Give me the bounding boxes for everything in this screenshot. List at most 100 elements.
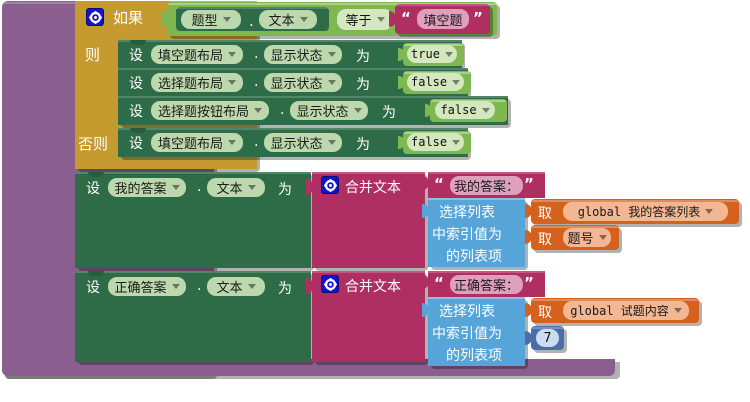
boolean-true-pill[interactable]: true — [407, 45, 457, 63]
getter-component-pill[interactable]: 题型 — [181, 10, 241, 29]
compare-left-plug — [162, 11, 169, 27]
set-label: 设 — [86, 280, 100, 296]
gear-icon[interactable] — [86, 8, 104, 26]
boolean-false-pill[interactable]: false — [407, 73, 465, 91]
number-value-pill[interactable]: 7 — [536, 329, 559, 347]
compare-operator-label: 等于 — [345, 14, 372, 29]
setter-dot: . — [197, 278, 202, 294]
open-quote: “ — [434, 175, 444, 193]
getter-component-label: 题型 — [191, 14, 218, 29]
close-quote: ” — [524, 274, 534, 292]
chevron-down-icon[interactable] — [228, 52, 236, 57]
chevron-down-icon[interactable] — [673, 308, 682, 313]
select-list-line3: 的列表项 — [446, 348, 502, 364]
setter-component-pill[interactable]: 选择题按钮布局 — [151, 101, 269, 120]
chevron-down-icon[interactable] — [327, 52, 336, 57]
setter-component-pill[interactable]: 正确答案 — [108, 277, 186, 296]
select-list-item-plug — [422, 303, 429, 317]
setter-property-pill[interactable]: 文本 — [207, 277, 265, 296]
chevron-down-icon[interactable] — [327, 140, 336, 145]
gear-icon[interactable] — [321, 275, 339, 293]
boolean-false-label: false — [411, 135, 448, 149]
set-label: 设 — [129, 48, 143, 64]
chevron-down-icon[interactable] — [452, 139, 461, 145]
select-list-item-block[interactable] — [428, 297, 525, 366]
join-label: 合并文本 — [345, 180, 401, 196]
setter-property-pill[interactable]: 显示状态 — [264, 73, 342, 92]
setter-component-pill[interactable]: 填空题布局 — [151, 45, 243, 64]
then-label: 则 — [85, 45, 101, 64]
chevron-down-icon[interactable] — [228, 80, 236, 85]
setter-property-label: 文本 — [216, 182, 243, 197]
setter-component-label: 选择题布局 — [157, 77, 223, 92]
setter-property-label: 显示状态 — [296, 105, 349, 120]
select-list-line1: 选择列表 — [439, 304, 495, 320]
chevron-down-icon[interactable] — [254, 108, 262, 113]
chevron-down-icon[interactable] — [247, 185, 256, 190]
join-arg1-plug — [422, 275, 429, 289]
getter-variable-pill[interactable]: global 我的答案列表 — [563, 202, 728, 221]
setter-to-label: 为 — [278, 182, 292, 198]
boolean-false-pill[interactable]: false — [435, 101, 495, 119]
chevron-down-icon[interactable] — [247, 284, 256, 289]
setter-component-label: 我的答案 — [114, 182, 167, 197]
text-literal-label: 填空题 — [423, 13, 463, 29]
chevron-down-icon[interactable] — [228, 140, 236, 145]
getter-variable-pill[interactable]: global 试题内容 — [563, 301, 689, 320]
setter-property-pill[interactable]: 文本 — [207, 178, 265, 197]
getter-variable-label: global 试题内容 — [570, 304, 669, 318]
setter-component-label: 填空题布局 — [157, 137, 223, 152]
setter-property-pill[interactable]: 显示状态 — [264, 45, 342, 64]
setter-dot: . — [197, 179, 202, 195]
chevron-down-icon[interactable] — [327, 80, 336, 85]
gear-icon[interactable] — [321, 176, 339, 194]
get-label: 取 — [538, 206, 552, 222]
setter-component-pill[interactable]: 我的答案 — [108, 178, 186, 197]
setter-to-label: 为 — [382, 105, 396, 121]
text-literal-plug — [389, 11, 396, 27]
setter-property-label: 文本 — [216, 281, 243, 296]
getter-variable-pill[interactable]: 题号 — [563, 228, 611, 247]
chevron-down-icon[interactable] — [299, 17, 308, 22]
chevron-down-icon[interactable] — [444, 51, 453, 57]
select-list-item-block[interactable] — [428, 198, 525, 267]
compare-operator-pill[interactable]: 等于 — [337, 9, 393, 30]
chevron-down-icon[interactable] — [376, 17, 385, 22]
boolean-true-label: true — [411, 47, 440, 61]
getter-property-pill[interactable]: 文本 — [259, 10, 317, 29]
setter-component-pill[interactable]: 选择题布局 — [151, 73, 243, 92]
setter-dot: . — [254, 74, 259, 90]
select-list-item-plug — [422, 204, 429, 218]
chevron-down-icon[interactable] — [481, 107, 490, 113]
chevron-down-icon[interactable] — [222, 17, 231, 22]
chevron-down-icon[interactable] — [452, 79, 461, 85]
join-left-plug — [306, 278, 313, 294]
setter-component-pill[interactable]: 填空题布局 — [151, 133, 243, 152]
get-label: 取 — [538, 305, 552, 321]
chevron-down-icon[interactable] — [598, 235, 607, 240]
open-quote: “ — [434, 274, 444, 292]
join-label: 合并文本 — [345, 279, 401, 295]
else-label: 否则 — [78, 134, 109, 153]
set-label: 设 — [86, 181, 100, 197]
join-arg1-value[interactable]: 正确答案： — [450, 275, 524, 294]
select-list-line1: 选择列表 — [439, 205, 495, 221]
select-list-line3: 的列表项 — [446, 249, 502, 265]
number-value-label: 7 — [543, 330, 552, 346]
setter-property-pill[interactable]: 显示状态 — [290, 101, 368, 120]
setter-property-pill[interactable]: 显示状态 — [264, 133, 342, 152]
boolean-false-pill[interactable]: false — [407, 133, 465, 151]
chevron-down-icon[interactable] — [171, 284, 180, 289]
chevron-down-icon[interactable] — [171, 185, 180, 190]
setter-property-label: 显示状态 — [270, 77, 323, 92]
chevron-down-icon[interactable] — [705, 209, 714, 214]
getter-property-label: 文本 — [268, 14, 295, 29]
text-literal-value[interactable]: 填空题 — [417, 9, 469, 29]
setter-component-label: 选择题按钮布局 — [157, 105, 249, 120]
set-label: 设 — [129, 104, 143, 120]
chevron-down-icon[interactable] — [353, 108, 362, 113]
set-label: 设 — [129, 76, 143, 92]
join-arg1-value[interactable]: 我的答案： — [450, 176, 524, 195]
close-quote: ” — [473, 9, 483, 27]
